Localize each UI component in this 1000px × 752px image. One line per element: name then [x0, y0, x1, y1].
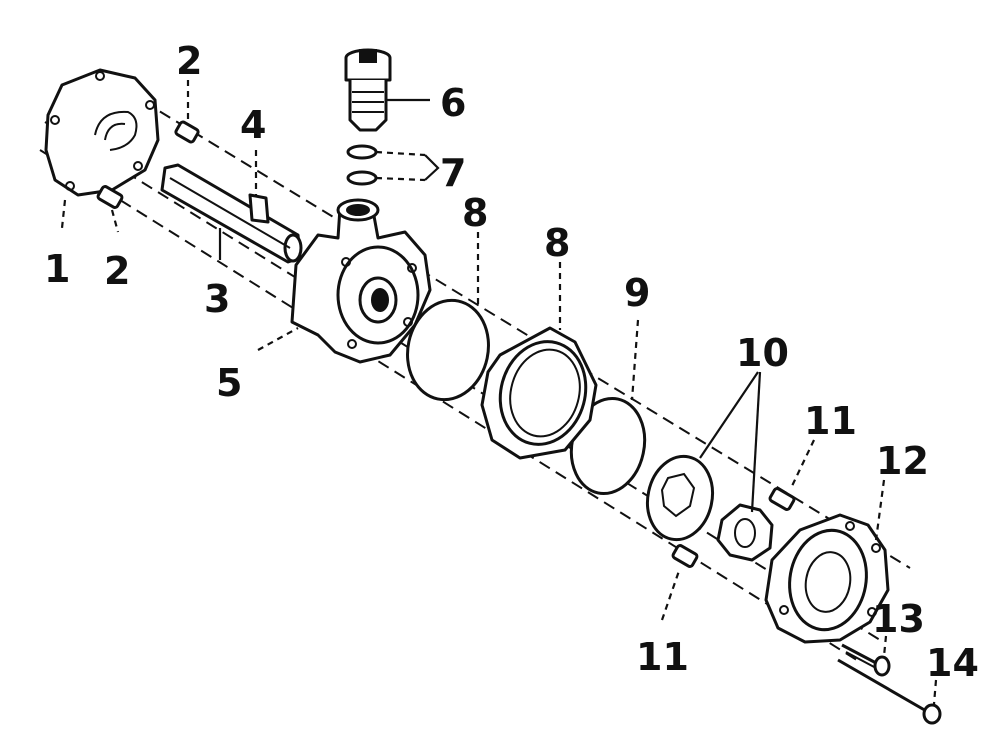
leader-13: [882, 635, 888, 657]
inner-rotor-part: [716, 503, 774, 562]
leader-12: [874, 479, 886, 541]
callout-10: 10: [736, 331, 789, 375]
callout-12: 12: [876, 439, 929, 483]
center-line-upper: [94, 71, 911, 569]
callout-5: 5: [216, 361, 242, 405]
leader-10b: [750, 371, 762, 513]
leader-11a: [791, 439, 815, 487]
leader-5: [257, 327, 299, 351]
long-bolt-part: [837, 658, 942, 725]
callout-6: 6: [440, 81, 466, 125]
dowel-pin-upper: [174, 120, 200, 144]
callout-8-front: 8: [462, 191, 488, 235]
callout-8-rear: 9: [624, 271, 650, 315]
rear-cover-part: [764, 513, 890, 644]
rotor-pin-lower: [671, 544, 699, 568]
leader-lines: [60, 80, 938, 705]
leader-11b: [660, 567, 682, 621]
leader-7a: [375, 150, 426, 157]
callout-9: 8: [544, 221, 570, 265]
pump-housing-part: [290, 198, 432, 364]
callout-13: 13: [872, 597, 925, 641]
callout-labels: 1 2 2 3 4 5 6 7 8 8 9 10 11 11 12 13 14: [44, 39, 979, 685]
valve-o-ring-lower: [346, 170, 378, 186]
leader-8b: [630, 319, 640, 401]
outer-rotor-part: [646, 454, 714, 542]
large-o-ring-front: [406, 298, 490, 402]
end-plate-part: [44, 68, 160, 197]
callout-4: 4: [240, 103, 266, 147]
callout-11-lower: 11: [636, 635, 689, 679]
rotor-pin-upper: [768, 487, 796, 511]
short-bolt-part: [841, 643, 891, 677]
callout-11-upper: 11: [804, 399, 857, 443]
valve-o-ring-upper: [346, 144, 378, 160]
leader-7-bracket: [424, 154, 440, 181]
spacer-ring-part: [480, 326, 598, 460]
callout-2-lower: 2: [104, 249, 130, 293]
callout-1: 1: [44, 247, 70, 291]
center-line-lower: [39, 149, 861, 663]
callout-7: 7: [440, 151, 466, 195]
shaft-key-part: [248, 193, 270, 224]
relief-valve-part: [344, 48, 392, 132]
drive-shaft-part: [160, 163, 303, 264]
dowel-pin-lower: [96, 185, 124, 209]
leader-2b: [110, 209, 120, 233]
leader-7b: [375, 176, 426, 182]
callout-14: 14: [926, 641, 979, 685]
leader-10a: [699, 371, 759, 459]
leader-14: [932, 679, 938, 705]
leader-1: [60, 199, 67, 229]
callout-2-upper: 2: [176, 39, 202, 83]
callout-3: 3: [204, 277, 230, 321]
